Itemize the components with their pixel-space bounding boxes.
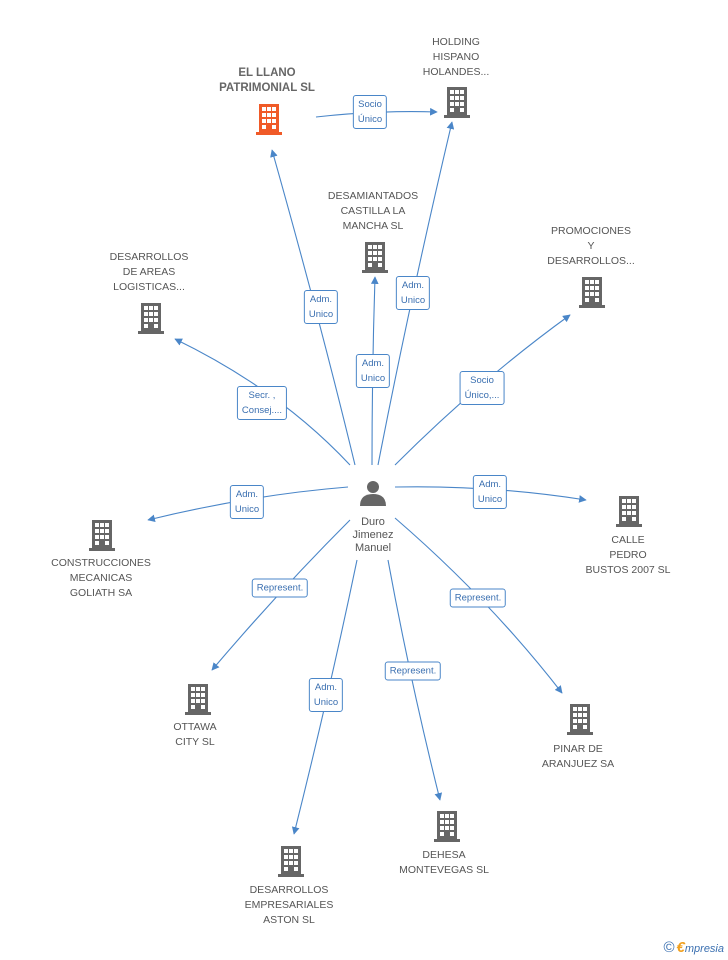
building-icon-pinar[interactable]: [567, 704, 593, 735]
relation-label-ottawa[interactable]: Represent.: [251, 578, 309, 598]
relation-label-pinar[interactable]: Represent.: [449, 588, 507, 608]
company-name-construcciones[interactable]: CONSTRUCCIONES MECANICAS GOLIATH SA: [51, 557, 151, 599]
building-icon-aston[interactable]: [278, 846, 304, 877]
company-name-el-llano[interactable]: EL LLANO PATRIMONIAL SL: [219, 67, 315, 94]
company-name-calle-pedro[interactable]: CALLE PEDRO BUSTOS 2007 SL: [585, 534, 671, 576]
relation-label-el-llano-holding[interactable]: Socio Único: [352, 95, 388, 129]
building-icon-construcciones[interactable]: [89, 520, 115, 551]
company-name-promociones[interactable]: PROMOCIONES Y DESARROLLOS...: [547, 225, 635, 267]
building-icon-calle-pedro[interactable]: [616, 496, 642, 527]
building-icon-desamiantados[interactable]: [362, 242, 388, 273]
relation-label-calle-pedro[interactable]: Adm. Unico: [472, 475, 508, 509]
relation-label-dehesa[interactable]: Represent.: [384, 661, 442, 681]
relation-label-desarrollos-areas[interactable]: Secr. , Consej....: [236, 386, 288, 420]
relation-label-holding[interactable]: Adm. Unico: [395, 276, 431, 310]
relation-label-aston[interactable]: Adm. Unico: [308, 678, 344, 712]
building-icon-dehesa[interactable]: [434, 811, 460, 842]
company-name-desarrollos-areas[interactable]: DESARROLLOS DE AREAS LOGISTICAS...: [109, 251, 189, 293]
relation-label-promociones[interactable]: Socio Único,...: [459, 371, 505, 405]
node-icons: [89, 87, 642, 877]
company-name-ottawa[interactable]: OTTAWA CITY SL: [173, 721, 217, 748]
copyright-icon: ©: [663, 939, 675, 956]
building-icon-el-llano[interactable]: [256, 104, 282, 135]
company-name-holding[interactable]: HOLDING HISPANO HOLANDES...: [422, 36, 490, 78]
building-icon-desarrollos-areas[interactable]: [138, 303, 164, 334]
building-icon-promociones[interactable]: [579, 277, 605, 308]
building-icon-holding[interactable]: [444, 87, 470, 118]
relation-label-desamiantados[interactable]: Adm. Unico: [355, 354, 391, 388]
empresia-logo-initial: €: [676, 939, 685, 956]
company-name-desamiantados[interactable]: DESAMIANTADOS CASTILLA LA MANCHA SL: [327, 190, 419, 232]
company-name-dehesa[interactable]: DEHESA MONTEVEGAS SL: [399, 849, 489, 876]
center-person-name[interactable]: Duro Jimenez Manuel: [352, 516, 394, 554]
relation-label-el-llano[interactable]: Adm. Unico: [303, 290, 339, 324]
company-name-pinar[interactable]: PINAR DE ARANJUEZ SA: [541, 743, 615, 770]
person-icon[interactable]: [360, 481, 386, 506]
building-icon-ottawa[interactable]: [185, 684, 211, 715]
company-name-aston[interactable]: DESARROLLOS EMPRESARIALES ASTON SL: [244, 884, 334, 926]
relation-label-construcciones[interactable]: Adm. Unico: [229, 485, 265, 519]
empresia-footer: ©€mpresia: [663, 939, 724, 956]
empresia-logo-text: mpresia: [684, 943, 724, 955]
